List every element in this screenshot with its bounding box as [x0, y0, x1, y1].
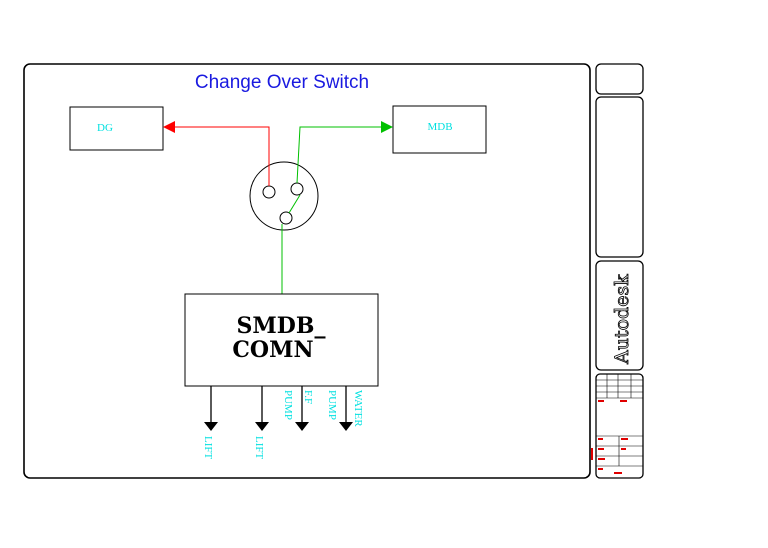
- output-label-lift-1: LIFT: [202, 436, 214, 460]
- diagram-title: Change Over Switch: [195, 72, 369, 93]
- output-label-lift-2: LIFT: [253, 436, 265, 460]
- mdb-label: MDB: [427, 121, 452, 133]
- output-label-ff: F.F: [302, 390, 314, 404]
- output-label-water: WATER: [352, 390, 364, 427]
- smdb-label-line1: SMDB_: [237, 313, 326, 339]
- mdb-box[interactable]: MDB: [392, 105, 487, 154]
- dg-arrow-icon: [163, 121, 175, 133]
- title-block-info-cell: [595, 373, 644, 479]
- arrow-down-icon: [204, 422, 218, 431]
- switch-terminal-left: [262, 185, 276, 199]
- smdb-box[interactable]: SMDB_ COMN: [184, 293, 379, 387]
- switch-terminal-bottom: [279, 211, 293, 225]
- autodesk-logo: Autodesk: [611, 274, 633, 365]
- switch-link-line: [288, 194, 301, 214]
- arrow-down-icon: [295, 422, 309, 431]
- dg-label: DG: [97, 122, 113, 134]
- arrow-down-icon: [339, 422, 353, 431]
- mdb-arrow-icon: [381, 121, 393, 133]
- title-block-top-cell: [595, 63, 644, 95]
- output-label-pump-1: PUMP: [282, 390, 294, 420]
- dg-connection-line: [174, 126, 270, 186]
- drawing-frame: [23, 63, 591, 479]
- change-over-switch[interactable]: [249, 161, 319, 231]
- title-block-logo-cell: [595, 260, 644, 371]
- title-block-blank-cell: [595, 96, 644, 258]
- arrow-down-icon: [255, 422, 269, 431]
- output-feeders: [204, 386, 353, 431]
- smdb-label-line2: COMN: [232, 337, 313, 363]
- output-label-pump-2: PUMP: [326, 390, 338, 420]
- dg-box[interactable]: DG: [69, 106, 164, 151]
- mdb-connection-line: [296, 126, 382, 184]
- title-block: Autodesk: [591, 63, 644, 479]
- switch-terminal-right: [290, 182, 304, 196]
